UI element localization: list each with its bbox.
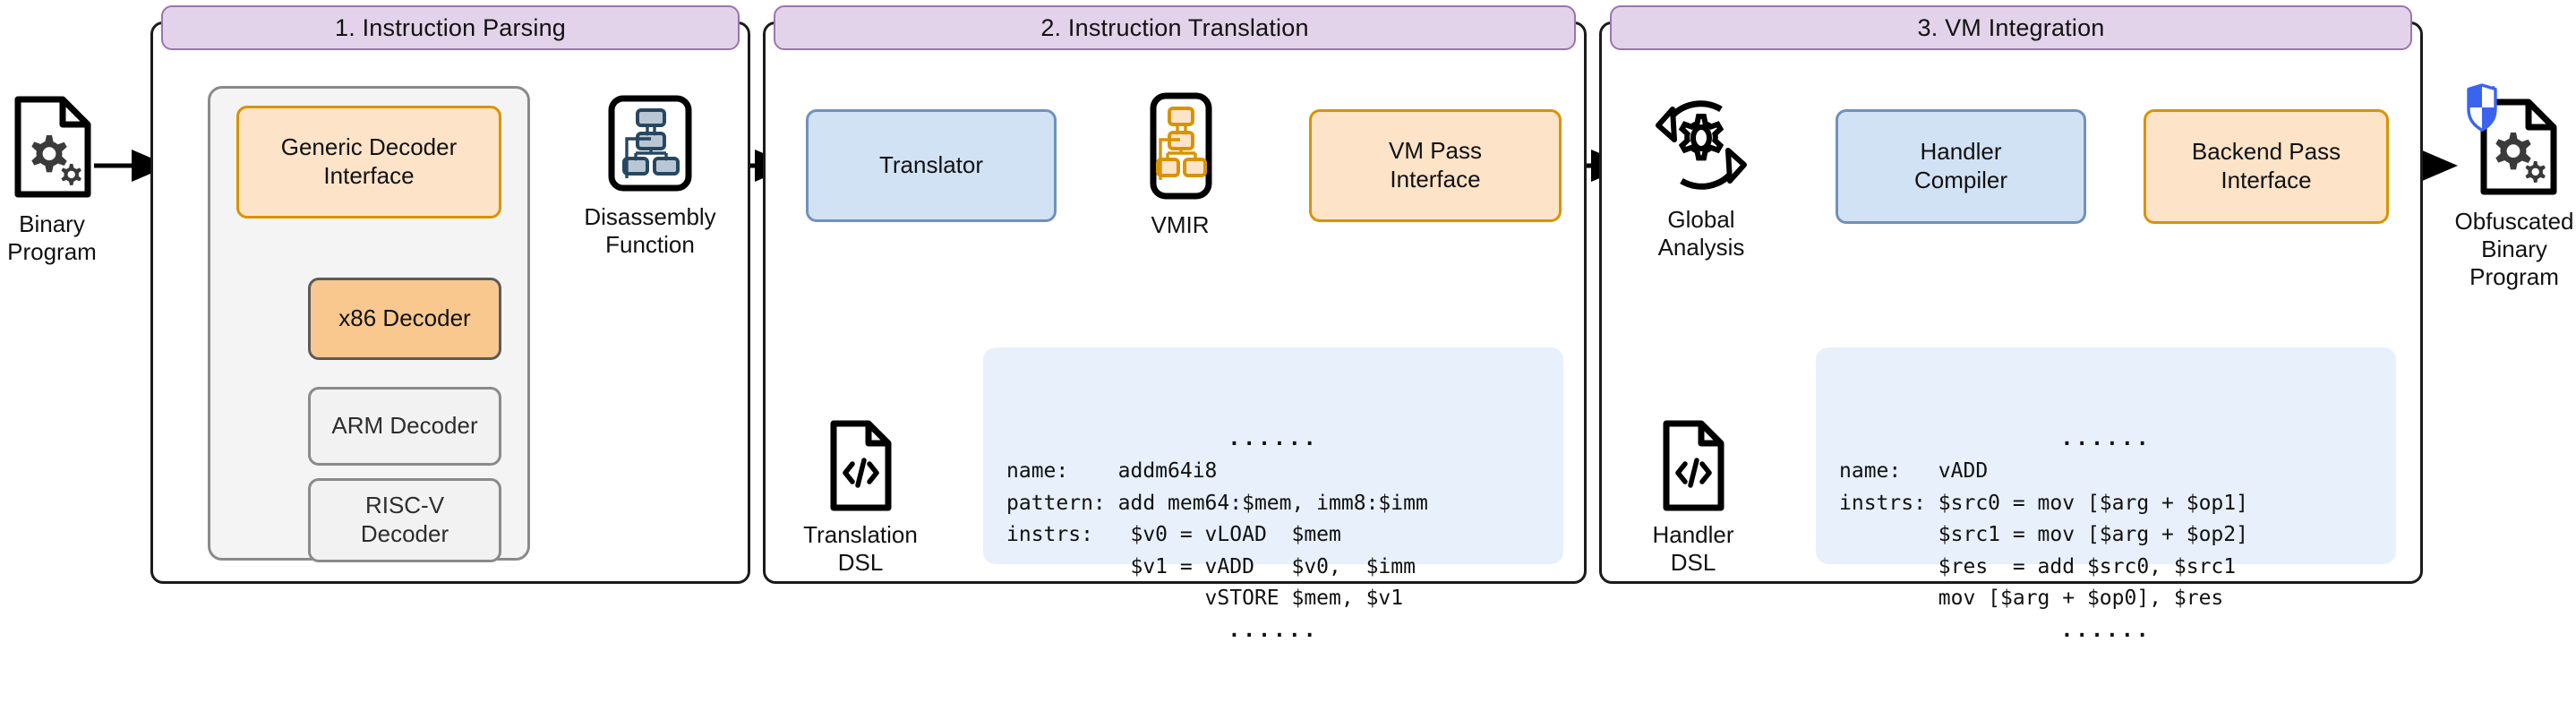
global-analysis-gear-cycle-icon bbox=[1656, 100, 1747, 190]
input-label-line1: Binary bbox=[19, 210, 85, 237]
code-line-4: $res = add $src0, $src1 bbox=[1839, 554, 2237, 578]
translation-dsl-label: Translation DSL bbox=[803, 521, 918, 577]
code-file-icon bbox=[830, 420, 892, 511]
backend-pass-line1: Backend Pass bbox=[2191, 138, 2341, 166]
decoder-riscv-box[interactable]: RISC-V Decoder bbox=[308, 478, 501, 562]
stage-header-instruction-translation: 2. Instruction Translation bbox=[774, 5, 1576, 50]
output-label-line2: Binary bbox=[2481, 236, 2547, 263]
decoder-x86-box[interactable]: x86 Decoder bbox=[308, 278, 501, 360]
output-label-line3: Program bbox=[2469, 263, 2559, 291]
artifact-disassembly-function: Disassembly Function bbox=[569, 94, 731, 259]
artifact-disassembly-function-label: Disassembly Function bbox=[584, 203, 715, 259]
disassembly-label-line2: Function bbox=[605, 231, 695, 259]
code-line-1: name: vADD bbox=[1839, 458, 1989, 483]
code-file-icon bbox=[1663, 420, 1724, 511]
output-label-line1: Obfuscated bbox=[2454, 208, 2574, 235]
code-top-dots: ...... bbox=[1228, 427, 1319, 451]
global-analysis-line2: Analysis bbox=[1657, 234, 1745, 261]
stage-header-instruction-parsing: 1. Instruction Parsing bbox=[161, 5, 740, 50]
disassembly-label-line1: Disassembly bbox=[584, 203, 716, 230]
handler-compiler-box[interactable]: Handler Compiler bbox=[1836, 109, 2086, 224]
input-binary-program: Binary Program bbox=[7, 94, 97, 266]
translator-box[interactable]: Translator bbox=[806, 109, 1057, 222]
handler-dsl: Handler DSL bbox=[1637, 419, 1750, 577]
code-bottom-dots: ...... bbox=[2060, 619, 2152, 643]
control-flow-graph-icon bbox=[608, 95, 692, 192]
output-obfuscated-binary-program: Obfuscated Binary Program bbox=[2455, 82, 2574, 292]
backend-pass-interface-box[interactable]: Backend Pass Interface bbox=[2144, 109, 2389, 224]
code-line-3: $src1 = mov [$arg + $op2] bbox=[1839, 523, 2248, 547]
binary-file-gears-icon bbox=[14, 96, 91, 198]
vm-pass-line1: VM Pass bbox=[1388, 137, 1483, 165]
generic-decoder-interface-line2: Interface bbox=[323, 162, 415, 189]
code-line-3: instrs: $v0 = vLOAD $mem bbox=[1006, 523, 1341, 547]
decoder-riscv-line1: RISC-V bbox=[364, 492, 445, 519]
handler-dsl-line1: Handler bbox=[1652, 521, 1734, 548]
handler-compiler-line1: Handler bbox=[1920, 138, 2002, 166]
code-line-5: mov [$arg + $op0], $res bbox=[1839, 587, 2224, 611]
artifact-vmir-label: VMIR bbox=[1151, 211, 1210, 238]
generic-decoder-interface-line1: Generic Decoder bbox=[280, 133, 458, 161]
handler-compiler-line2: Compiler bbox=[1913, 167, 2008, 193]
global-analysis: Global Analysis bbox=[1622, 90, 1780, 261]
vm-pass-interface-box[interactable]: VM Pass Interface bbox=[1309, 109, 1562, 222]
translation-dsl-code-card: ...... name: addm64i8 pattern: add mem64:… bbox=[983, 347, 1563, 642]
code-line-5: vSTORE $mem, $v1 bbox=[1006, 587, 1404, 611]
code-line-2: pattern: add mem64:$mem, imm8:$imm bbox=[1006, 491, 1428, 515]
decoder-arm-box[interactable]: ARM Decoder bbox=[308, 387, 501, 466]
code-top-dots: ...... bbox=[2060, 427, 2152, 451]
global-analysis-label: Global Analysis bbox=[1658, 206, 1745, 261]
vmir-graph-icon bbox=[1150, 92, 1212, 200]
input-label: Binary Program bbox=[7, 210, 97, 266]
handler-dsl-line2: DSL bbox=[1670, 549, 1716, 577]
code-line-2: instrs: $src0 = mov [$arg + $op1] bbox=[1839, 491, 2248, 515]
shield-badge bbox=[2467, 83, 2497, 132]
generic-decoder-interface-box[interactable]: Generic Decoder Interface bbox=[236, 106, 501, 218]
translation-dsl-line1: Translation bbox=[803, 521, 918, 548]
translation-dsl: Translation DSL bbox=[803, 419, 918, 577]
global-analysis-line1: Global bbox=[1667, 206, 1735, 233]
artifact-vmir: VMIR bbox=[1110, 91, 1250, 239]
vm-pass-line2: Interface bbox=[1390, 166, 1481, 193]
backend-pass-line2: Interface bbox=[2221, 167, 2312, 193]
code-line-1: name: addm64i8 bbox=[1006, 458, 1218, 483]
code-line-4: $v1 = vADD $v0, $imm bbox=[1006, 554, 1416, 578]
code-bottom-dots: ...... bbox=[1228, 619, 1319, 643]
translation-dsl-line2: DSL bbox=[837, 549, 884, 577]
handler-dsl-code-card: ...... name: vADD instrs: $src0 = mov [$a… bbox=[1816, 347, 2396, 642]
output-label: Obfuscated Binary Program bbox=[2455, 208, 2574, 292]
stage-header-vm-integration: 3. VM Integration bbox=[1610, 5, 2412, 50]
decoder-riscv-line2: Decoder bbox=[360, 520, 449, 547]
input-label-line2: Program bbox=[7, 238, 97, 266]
handler-dsl-label: Handler DSL bbox=[1652, 521, 1733, 577]
shielded-file-gears-icon bbox=[2467, 83, 2557, 195]
